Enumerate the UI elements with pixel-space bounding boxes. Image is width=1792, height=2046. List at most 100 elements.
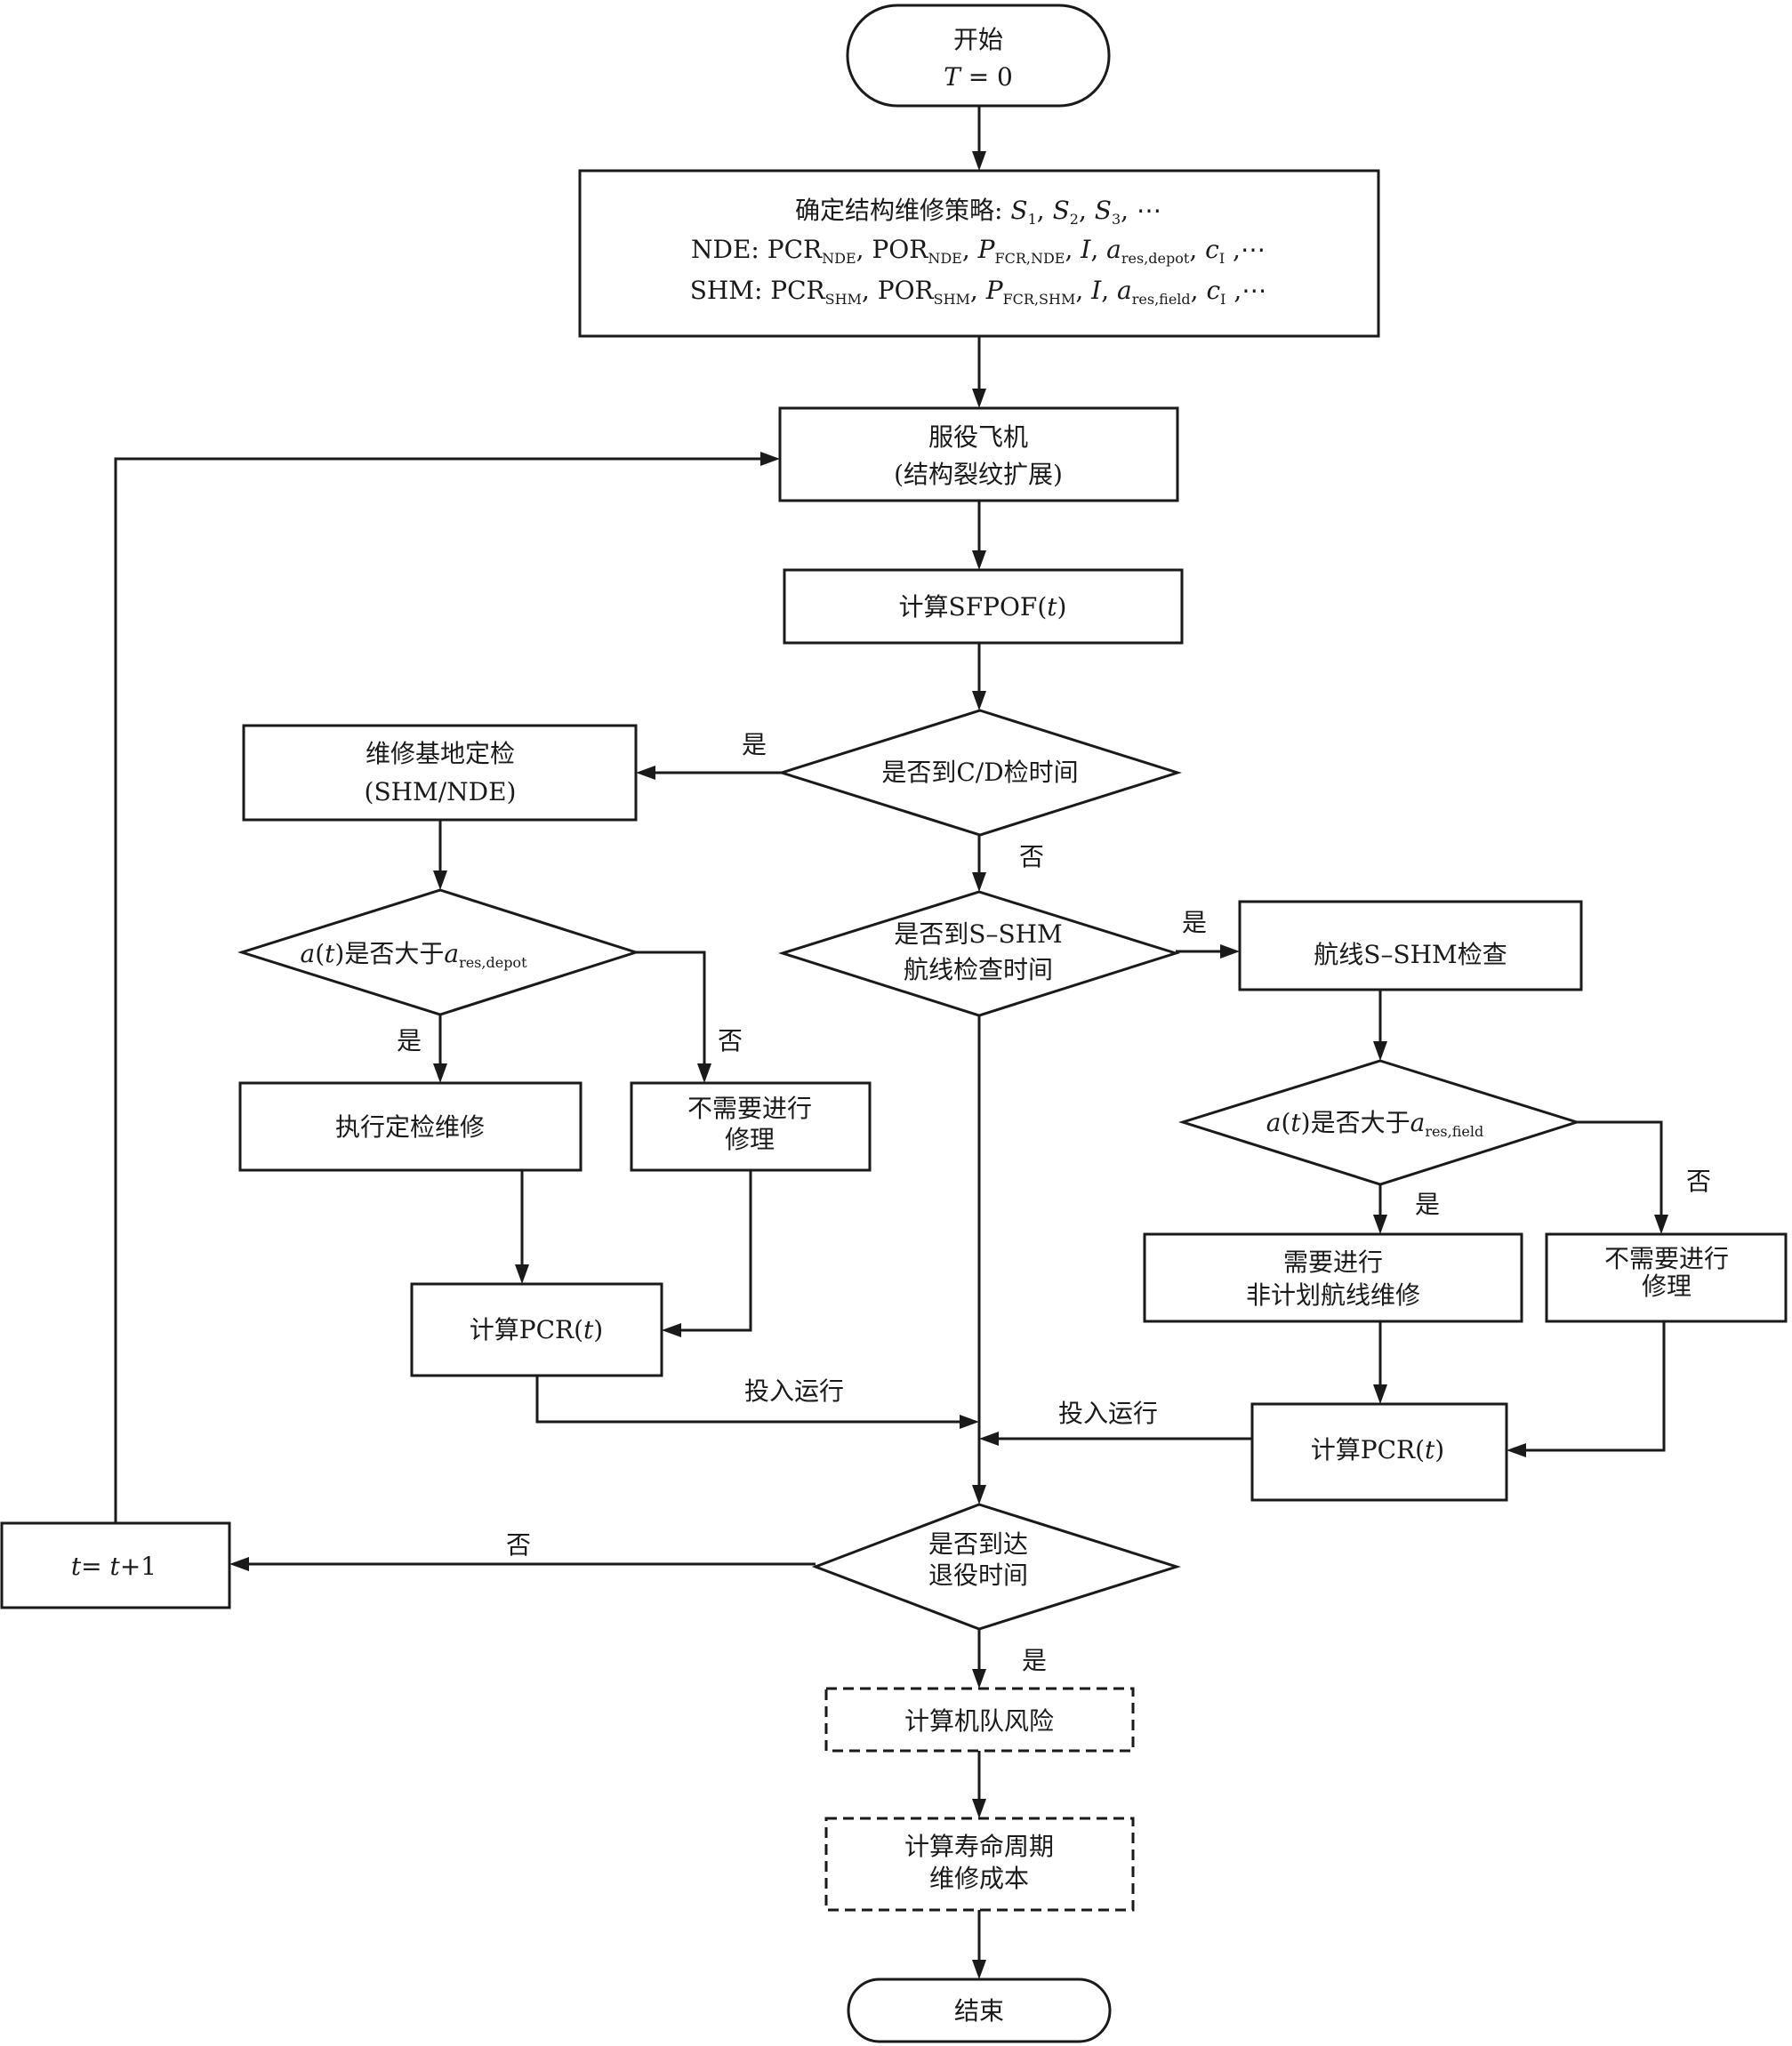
sshm-check-line1: 是否到S–SHM [894,919,1062,949]
nde-c: c [1205,235,1219,264]
sshm-check-line2: 航线检查时间 [904,955,1053,984]
depot-repair-label: 执行定检维修 [335,1112,485,1142]
increment-t1: t [71,1552,82,1581]
pcr-left-box [410,1282,663,1377]
fleet-risk-box [824,1687,1135,1753]
shm-sep2: , [1075,276,1091,305]
shm-ellipsis: ,⋯ [1226,276,1267,305]
arrowhead [229,1557,249,1571]
pcr-left-close: ) [593,1315,603,1344]
strategy-s2-sub: 2 [1070,211,1079,228]
strategy-sep2: , [1079,196,1095,225]
arrowhead [960,1415,979,1429]
field-dec-mid: 是否大于 [1311,1108,1410,1137]
shm-pcr-sub: SHM [825,291,862,308]
shm-p-sub: FCR,SHM [1003,291,1076,308]
arrowhead [972,691,986,710]
shm-p: P [985,276,1004,305]
edge-label-yes-field: 是 [1415,1190,1440,1219]
arrowhead [760,452,780,466]
nde-sep2: , [1065,235,1081,264]
fleet-risk-label: 计算机队风险 [904,1706,1054,1736]
field-decision-label: a(t)是否大于ares,field [1266,1108,1483,1140]
pcr-left-text: 计算PCR( [470,1315,583,1344]
connector [679,1170,752,1332]
arrowhead [433,871,447,890]
arrowhead [1373,1041,1387,1061]
lcc-line2: 维修成本 [929,1864,1029,1893]
arrowhead [697,1063,711,1083]
start-var: T [944,62,962,92]
arrowhead [972,389,986,408]
edge-label-no-field: 否 [1686,1167,1711,1196]
connector [1577,1120,1663,1216]
nde-por-sub: NDE [928,250,962,267]
strategy-sep1: , [1037,196,1053,225]
increment-box [0,1521,231,1609]
arrowhead [972,872,986,892]
nde-c-sub: I [1219,250,1225,267]
edge-label-no-retire: 否 [506,1530,531,1560]
nde-por: , POR [856,235,929,264]
shm-sep4: , [1191,276,1207,305]
depot-norepair-box [630,1081,872,1172]
start-label: 开始 [953,25,1003,54]
shm-c: c [1206,276,1220,305]
nde-i: I [1080,235,1091,264]
edge-label-no-cd: 否 [1019,842,1044,871]
sfpof-box [783,568,1184,645]
increment-label: t= t+1 [71,1552,157,1581]
field-norepair-box [1545,1232,1788,1323]
depot-decision-label: a(t)是否大于ares,depot [301,939,528,971]
edge-label-in-service-left: 投入运行 [744,1376,844,1406]
lcc-box [824,1817,1135,1912]
strategy-sep3: , [1121,196,1137,225]
strategy-line1: 确定结构维修策略: S1, S2, S3, ⋯ [795,196,1161,228]
arrowhead [1654,1215,1668,1234]
service-line1: 服役飞机 [928,422,1028,452]
field-dec-open: ( [1281,1108,1290,1137]
arrowhead [1220,944,1240,959]
nde-sep4: , [1189,235,1205,264]
service-box [778,406,1179,502]
field-dec-sub: res,field [1425,1123,1483,1140]
strategy-s1-sub: 1 [1028,211,1037,228]
retire-line2: 退役时间 [928,1561,1028,1590]
arrowhead [1373,1384,1387,1404]
shm-pcr: SHM: PCR [690,276,826,305]
nde-sep3: , [1090,235,1106,264]
arrowhead [972,550,986,570]
sshm-label: 航线S–SHM检查 [1314,940,1507,969]
shm-a: a [1117,276,1132,305]
connector [1524,1321,1666,1452]
shm-por-sub: SHM [934,291,970,308]
sfpof-var: t [1047,592,1057,622]
field-repair-box [1143,1232,1523,1323]
arrowhead [662,1323,681,1337]
shm-sep1: , [970,276,986,305]
depot-repair-box [238,1081,583,1172]
nde-p: P [977,235,996,264]
strategy-s2: S [1053,196,1070,225]
arrowhead [515,1264,529,1284]
edge-label-yes-cd: 是 [742,730,767,759]
sshm-box [1238,900,1583,991]
arrowhead [433,1063,447,1083]
nde-pcr-sub: NDE [822,250,856,267]
depot-norepair-line1: 不需要进行 [687,1094,812,1123]
nde-pcr: NDE: PCR [691,235,823,264]
field-norepair-line2: 修理 [1642,1272,1692,1301]
arrowhead [972,1669,986,1689]
depot-dec-open: ( [315,939,325,968]
end-label: 结束 [954,1996,1004,2026]
strategy-s1: S [1010,196,1027,225]
sfpof-label: 计算SFPOF(t) [899,592,1067,622]
field-norepair-line1: 不需要进行 [1604,1244,1729,1273]
depot-line1: 维修基地定检 [366,739,515,768]
pcr-right-text: 计算PCR( [1311,1435,1425,1464]
strategy-box [578,169,1380,338]
cd-check-label: 是否到C/D检时间 [881,758,1078,787]
pcr-right-close: ) [1434,1435,1444,1464]
arrowhead [972,1485,986,1504]
